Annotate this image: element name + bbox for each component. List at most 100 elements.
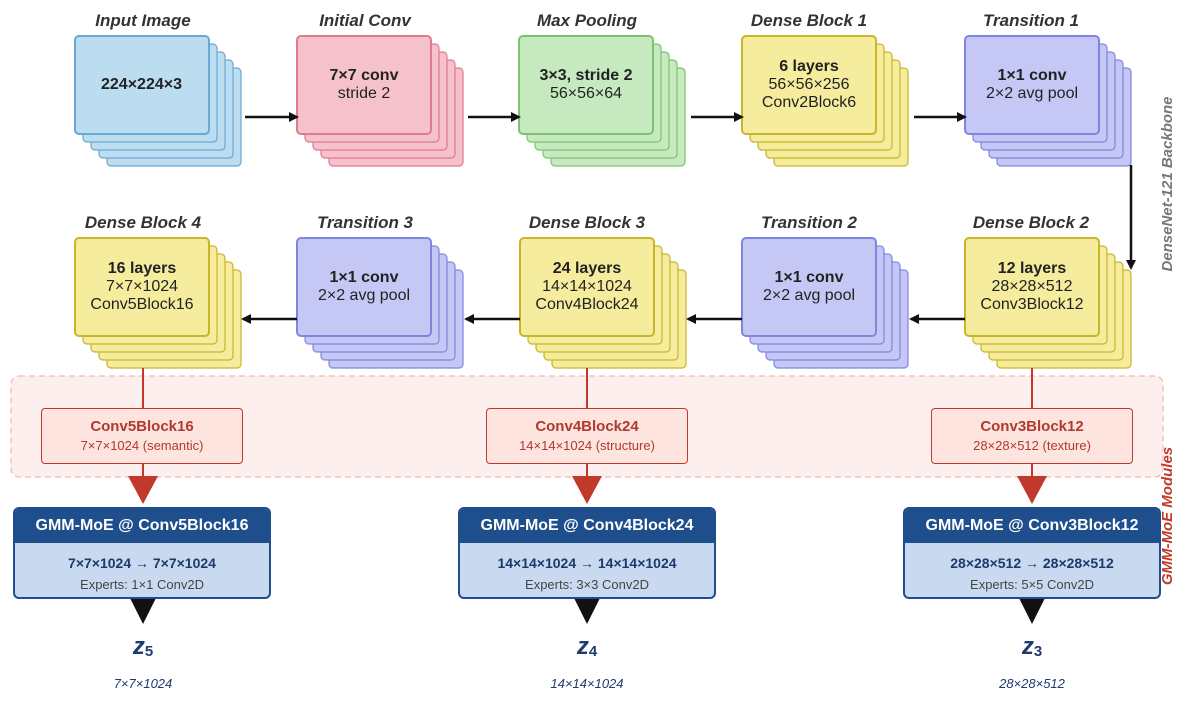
gmm-header: GMM-MoE @ Conv5Block16 [15, 509, 269, 543]
stack-max-pool [518, 35, 686, 167]
block-title: Input Image [95, 11, 191, 30]
stack-dense-1 [741, 35, 909, 167]
gmm-dims: 28×28×512 → 28×28×512 [950, 555, 1114, 571]
block-line-3: Conv2Block6 [761, 94, 857, 111]
out-arrow-2 [574, 598, 600, 624]
block-line-2: 7×7×1024 [105, 278, 179, 295]
red-arrow-2 [572, 476, 602, 504]
transition-1-block: 1×1 conv 2×2 avg pool [965, 36, 1099, 134]
block-title: Max Pooling [536, 11, 638, 30]
block-front-layer [518, 35, 654, 135]
block-front-layer [74, 35, 210, 135]
gmm-header: GMM-MoE @ Conv3Block12 [905, 509, 1159, 543]
block-front-layer [741, 35, 877, 135]
block-title: Transition 2 [760, 213, 858, 232]
gmm-experts: Experts: 1×1 Conv2D [80, 577, 204, 592]
output-dims: 14×14×1024 [550, 676, 624, 691]
block-line-1: 1×1 conv [774, 269, 844, 286]
block-title: Transition 1 [982, 11, 1080, 30]
block-front-layer [296, 35, 432, 135]
block-line-1: 1×1 conv [997, 67, 1067, 84]
dense-block-3: 24 layers 14×14×1024 Conv4Block24 [520, 238, 654, 336]
block-title: Dense Block 1 [750, 11, 868, 30]
output-dims: 7×7×1024 [113, 676, 173, 691]
block-front-layer [741, 237, 877, 337]
dense-block-4: 16 layers 7×7×1024 Conv5Block16 [75, 238, 209, 336]
feature-title: Conv3Block12 [980, 418, 1084, 435]
stack-transition-2 [741, 237, 909, 369]
feature-subtitle: 14×14×1024 (structure) [519, 438, 655, 453]
block-line-3: Conv4Block24 [535, 296, 639, 313]
block-line-1: 7×7 conv [329, 67, 399, 84]
initial-conv-block: 7×7 conv stride 2 [297, 36, 431, 134]
block-line-1: 24 layers [552, 260, 622, 277]
block-line-1: 224×224×3 [101, 76, 182, 93]
block-line-2: 2×2 avg pool [762, 287, 856, 304]
block-line-1: 12 layers [997, 260, 1067, 277]
block-title: Dense Block 2 [972, 213, 1090, 232]
output-subscript: 5 [144, 643, 154, 660]
stack-dense-3 [519, 237, 687, 369]
block-line-2: stride 2 [337, 85, 391, 102]
stack-dense-4 [74, 237, 242, 369]
block-title: Initial Conv [319, 11, 411, 30]
output-subscript: 4 [588, 643, 598, 660]
block-front-layer [964, 35, 1100, 135]
output-symbol-z3: z3 [992, 633, 1072, 661]
stack-transition-1 [964, 35, 1132, 167]
feature-box-conv3: Conv3Block12 28×28×512 (texture) [931, 408, 1133, 464]
dense-block-1: 6 layers 56×56×256 Conv2Block6 [742, 36, 876, 134]
output-dims: 28×28×512 [999, 676, 1065, 691]
block-title: Transition 3 [316, 213, 414, 232]
block-line-3: Conv3Block12 [980, 296, 1084, 313]
red-arrow-3 [1017, 476, 1047, 504]
gmm-dims: 7×7×1024 → 7×7×1024 [68, 555, 216, 571]
stack-input [74, 35, 242, 167]
output-symbol: z [576, 633, 589, 660]
gmm-moe-side-label: GMM-MoE Modules [1159, 446, 1176, 586]
block-title: Dense Block 3 [528, 213, 646, 232]
block-front-layer [964, 237, 1100, 337]
red-arrow-1 [128, 476, 158, 504]
gmm-dims: 14×14×1024 → 14×14×1024 [497, 555, 677, 571]
feature-title: Conv4Block24 [535, 418, 639, 435]
gmm-moe-box-conv5: GMM-MoE @ Conv5Block16 7×7×1024 → 7×7×10… [13, 507, 271, 599]
block-line-2: 2×2 avg pool [317, 287, 411, 304]
backbone-side-label: DenseNet-121 Backbone [1159, 96, 1176, 272]
block-line-2: 28×28×512 [991, 278, 1073, 295]
gmm-experts: Experts: 5×5 Conv2D [970, 577, 1094, 592]
gmm-experts: Experts: 3×3 Conv2D [525, 577, 649, 592]
output-symbol-z4: z4 [547, 633, 627, 661]
output-subscript: 3 [1033, 643, 1043, 660]
block-line-1: 1×1 conv [329, 269, 399, 286]
feature-subtitle: 28×28×512 (texture) [973, 438, 1091, 453]
gmm-moe-box-conv4: GMM-MoE @ Conv4Block24 14×14×1024 → 14×1… [458, 507, 716, 599]
stack-transition-3 [296, 237, 464, 369]
stack-initial-conv [296, 35, 464, 167]
block-line-2: 56×56×64 [549, 85, 623, 102]
out-arrow-1 [130, 598, 156, 624]
block-line-2: 14×14×1024 [542, 278, 632, 295]
block-front-layer [296, 237, 432, 337]
block-line-1: 6 layers [779, 58, 839, 75]
block-title: Dense Block 4 [84, 213, 202, 232]
block-line-2: 56×56×256 [768, 76, 850, 93]
block-line-1: 16 layers [107, 260, 177, 277]
feature-title: Conv5Block16 [90, 418, 194, 435]
block-stacks [74, 35, 1132, 369]
stack-dense-2 [964, 237, 1132, 369]
transition-2-block: 1×1 conv 2×2 avg pool [742, 238, 876, 336]
block-front-layer [74, 237, 210, 337]
output-symbol-z5: z5 [103, 633, 183, 661]
block-line-3: Conv5Block16 [90, 296, 194, 313]
block-front-layer [519, 237, 655, 337]
gmm-header: GMM-MoE @ Conv4Block24 [460, 509, 714, 543]
feature-box-conv4: Conv4Block24 14×14×1024 (structure) [486, 408, 688, 464]
out-arrow-3 [1019, 598, 1045, 624]
feature-box-conv5: Conv5Block16 7×7×1024 (semantic) [41, 408, 243, 464]
output-symbol: z [1021, 633, 1034, 660]
output-symbol: z [132, 633, 145, 660]
block-line-1: 3×3, stride 2 [539, 67, 633, 84]
input-image-block: 224×224×3 [75, 36, 208, 134]
